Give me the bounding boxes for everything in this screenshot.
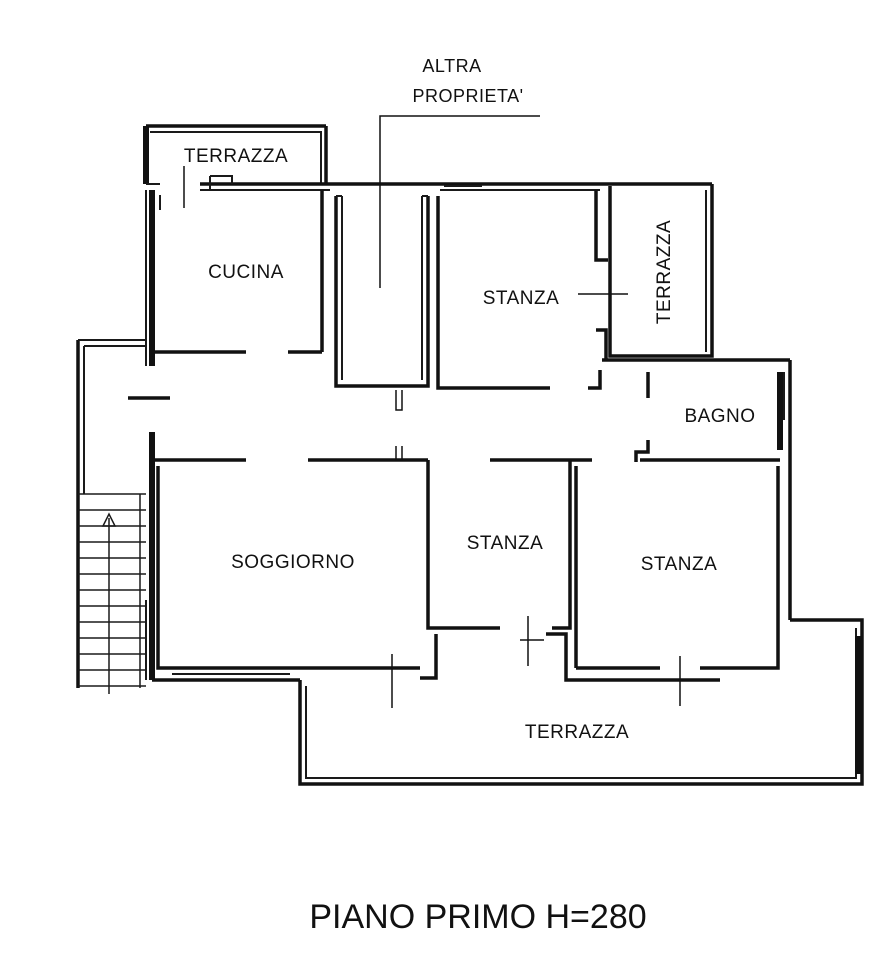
- exterior-walls: [145, 175, 792, 682]
- terrazza-bottom-walls: [298, 618, 864, 786]
- label-soggiorno: SOGGIORNO: [231, 552, 355, 573]
- stair-landing-walls: [76, 339, 146, 688]
- bagno-walls: [634, 372, 780, 462]
- terrazza-top-walls: [143, 124, 328, 184]
- label-altra-proprieta-line2: PROPRIETA': [412, 86, 523, 106]
- stanza-north-walls: [395, 190, 628, 411]
- label-terrazza-east: TERRAZZA: [654, 220, 675, 324]
- altra-proprieta-walls: [334, 115, 540, 388]
- corridor-walls: [128, 396, 592, 462]
- label-stanza-north: STANZA: [483, 288, 560, 309]
- label-altra-proprieta-line1: ALTRA: [422, 56, 481, 76]
- plan-title: PIANO PRIMO H=280: [309, 898, 646, 936]
- label-cucina: CUCINA: [208, 262, 284, 283]
- cucina-walls: [152, 166, 324, 354]
- stanza-south-east-walls: [574, 466, 780, 706]
- label-terrazza-top: TERRAZZA: [184, 146, 288, 167]
- label-bagno: BAGNO: [684, 406, 755, 427]
- label-terrazza-bottom: TERRAZZA: [525, 722, 629, 743]
- stanza-center-walls: [520, 460, 586, 682]
- staircase: [78, 493, 146, 694]
- soggiorno-walls: [156, 460, 500, 708]
- label-stanza-center: STANZA: [467, 533, 544, 554]
- label-stanza-south-east: STANZA: [641, 554, 718, 575]
